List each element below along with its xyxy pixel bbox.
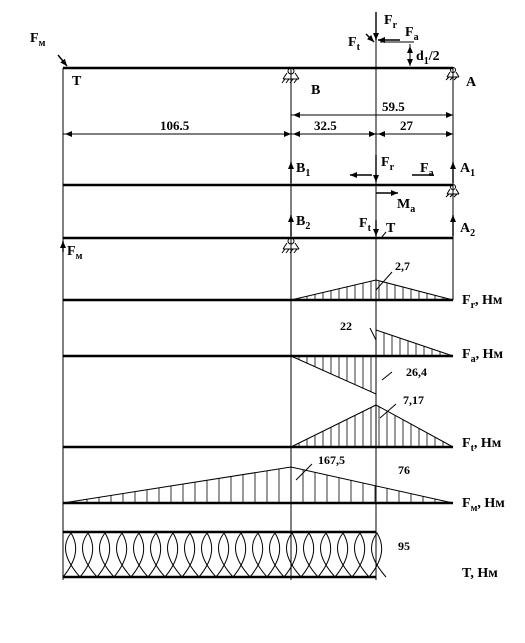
- hatch-spiral: [147, 532, 166, 578]
- diagram-fr-label: Fr, Нм: [462, 293, 503, 311]
- b2-label: B2: [296, 214, 310, 232]
- hatch-spiral: [113, 532, 132, 578]
- ma-label: Ma: [397, 197, 415, 215]
- hatch-spiral: [351, 532, 370, 578]
- hatch-spiral: [300, 532, 319, 578]
- diagram-fa-label: Fa, Нм: [462, 347, 503, 365]
- t2-label: T: [386, 221, 396, 236]
- hatch-spiral: [198, 532, 217, 578]
- horizontal-plane-scheme: B2 A2 Ft T Fм: [60, 214, 475, 262]
- diagram-fa-shape-upper: [375, 329, 454, 357]
- a2-label: A2: [460, 221, 475, 239]
- fr2-label: Fr: [381, 155, 395, 173]
- vertical-plane-scheme: B1 A1 Fr Fa Ma: [63, 155, 475, 215]
- diagram-t-value: 95: [398, 539, 410, 553]
- diagram-fr-value: 2,7: [395, 259, 410, 273]
- diagram-ft-value: 7,17: [403, 393, 424, 407]
- fm2-label: Fм: [67, 244, 83, 262]
- diagram-ft-shape: [290, 404, 454, 448]
- fa2-label: Fa: [420, 161, 434, 179]
- support-b-label: B: [311, 83, 320, 98]
- hatch-spiral: [96, 532, 115, 578]
- diagram-fr-shape: [290, 279, 454, 301]
- hatch-spiral: [164, 532, 183, 578]
- support-a-label: A: [466, 75, 477, 90]
- hatch-spiral: [62, 532, 81, 578]
- fm-label: Fм: [30, 31, 46, 49]
- hatch-spiral: [283, 532, 302, 578]
- hatch-spiral: [232, 532, 251, 578]
- support-b2-icon: [281, 237, 300, 254]
- diagram-t: 95 T, Нм: [62, 530, 498, 581]
- support-b-icon: [281, 67, 300, 84]
- torque-label-left: T: [72, 74, 82, 89]
- support-a1-icon: [445, 184, 460, 198]
- diagram-fa-value-top: 22: [340, 319, 352, 333]
- diagram-fr: 2,7 Fr, Нм: [63, 259, 503, 311]
- diagram-fm-value-gear: 76: [398, 463, 410, 477]
- d1-label: d1/2: [416, 49, 440, 67]
- hatch-spiral: [334, 532, 353, 578]
- a1-label: A1: [460, 161, 475, 179]
- fm-arrow: [57, 54, 68, 67]
- hatch-spiral: [181, 532, 200, 578]
- ft-label: Ft: [348, 35, 361, 53]
- diagram-fm-shape: [62, 466, 454, 504]
- fa-label: Fa: [405, 25, 419, 43]
- diagram-ft: 7,17 Ft, Нм: [63, 393, 502, 454]
- diagram-fa-value-bottom: 26,4: [406, 365, 427, 379]
- diagram-fa: 22 26,4 Fa, Нм: [63, 319, 503, 395]
- diagram-ft-label: Ft, Нм: [462, 436, 502, 454]
- diagram-fm-value-peak: 167,5: [318, 453, 345, 467]
- diagram-t-spiral-hatch: [62, 532, 387, 578]
- dim-106-5: 106.5: [160, 118, 190, 133]
- dim-32-5: 32.5: [314, 118, 337, 133]
- fr-label: Fr: [384, 13, 398, 31]
- shaft-scheme: Fм T B A Fr Fa Ft d1/2: [30, 12, 477, 98]
- support-a-icon: [445, 67, 460, 81]
- hatch-spiral: [266, 532, 285, 578]
- dim-59-5: 59.5: [382, 99, 405, 114]
- hatch-spiral: [130, 532, 149, 578]
- ft-arrow: [365, 33, 375, 43]
- hatch-spiral: [79, 532, 98, 578]
- dim-27: 27: [400, 118, 414, 133]
- dimensions: 59.5 106.5 32.5 27: [63, 99, 453, 137]
- hatch-spiral: [215, 532, 234, 578]
- ft2-label: Ft: [359, 216, 372, 234]
- diagram-fm-label: Fм, Нм: [462, 496, 505, 514]
- b1-label: B1: [296, 161, 310, 179]
- hatch-spiral: [317, 532, 336, 578]
- diagram-fm: 167,5 76 Fм, Нм: [62, 453, 505, 514]
- diagram-fa-shape-lower: [290, 355, 377, 395]
- diagram-t-label: T, Нм: [462, 566, 498, 581]
- hatch-spiral: [368, 532, 387, 578]
- hatch-spiral: [249, 532, 268, 578]
